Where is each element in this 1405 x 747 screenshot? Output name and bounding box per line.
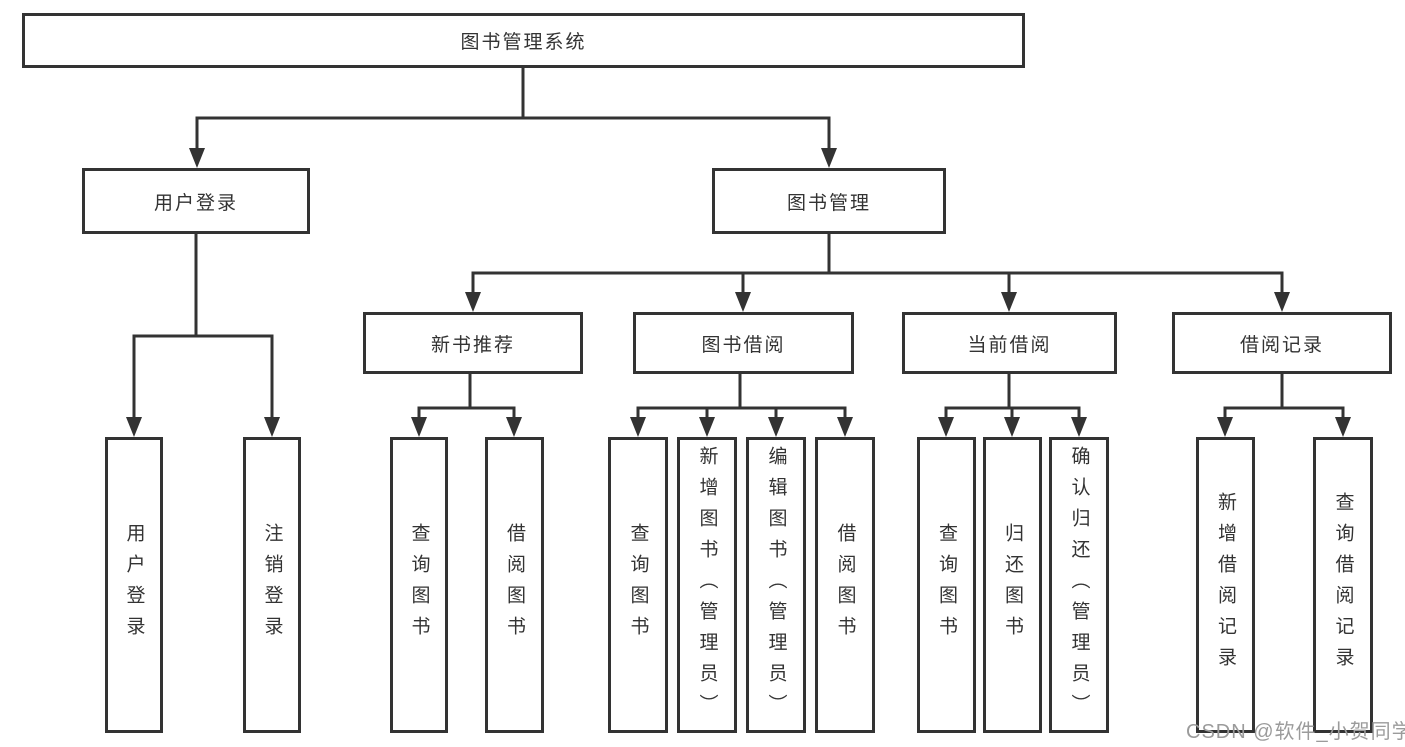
leaf-borrow-edit-books-admin: 编辑图书（管理员）: [746, 437, 806, 733]
connector-root: [195, 66, 831, 149]
arrowhead-icon: [1001, 292, 1017, 312]
connector-new-book: [417, 372, 516, 419]
arrowhead-icon: [837, 417, 853, 437]
leaf-logout: 注销登录: [243, 437, 301, 733]
arrowhead-icon: [465, 292, 481, 312]
leaf-label: 查询图书: [408, 523, 430, 647]
connector-book-mgmt: [471, 230, 1284, 294]
arrowhead-icon: [1274, 292, 1290, 312]
leaf-label: 编辑图书（管理员）: [765, 445, 787, 725]
leaf-label: 查询图书: [627, 523, 649, 647]
arrowhead-icon: [735, 292, 751, 312]
node-current-borrow: 当前借阅: [902, 312, 1117, 374]
arrowhead-icon: [1071, 417, 1087, 437]
leaf-user-login: 用户登录: [105, 437, 163, 733]
leaf-current-query-books: 查询图书: [917, 437, 976, 733]
leaf-borrow-borrow-books: 借阅图书: [815, 437, 875, 733]
node-library-system: 图书管理系统: [22, 13, 1025, 68]
arrowhead-icon: [411, 417, 427, 437]
leaf-records-query-record: 查询借阅记录: [1313, 437, 1373, 733]
node-book-borrow: 图书借阅: [633, 312, 854, 374]
leaf-label: 用户登录: [123, 523, 145, 647]
watermark-text: CSDN @软件_小贺同学: [1186, 721, 1405, 743]
arrowhead-icon: [126, 417, 142, 437]
leaf-label: 查询借阅记录: [1332, 492, 1354, 678]
leaf-label: 确认归还（管理员）: [1068, 445, 1090, 725]
connector-borrow-records: [1223, 372, 1345, 419]
arrowhead-icon: [938, 417, 954, 437]
arrowhead-icon: [768, 417, 784, 437]
leaf-borrow-add-books-admin: 新增图书（管理员）: [677, 437, 737, 733]
arrowhead-icon: [699, 417, 715, 437]
arrowhead-icon: [264, 417, 280, 437]
leaf-label: 查询图书: [936, 523, 957, 647]
leaf-newbook-borrow-books: 借阅图书: [485, 437, 544, 733]
arrowhead-icon: [506, 417, 522, 437]
connector-book-borrow: [636, 371, 847, 419]
leaf-label: 新增借阅记录: [1215, 492, 1236, 678]
arrowhead-icon: [1217, 417, 1233, 437]
node-new-book-recommend: 新书推荐: [363, 312, 583, 374]
leaf-label: 归还图书: [1002, 523, 1023, 647]
leaf-label: 借阅图书: [834, 523, 856, 647]
arrowhead-icon: [1335, 417, 1351, 437]
leaf-newbook-query-books: 查询图书: [390, 437, 448, 733]
leaf-label: 借阅图书: [504, 523, 525, 647]
node-book-management: 图书管理: [712, 168, 946, 234]
leaf-records-add-record: 新增借阅记录: [1196, 437, 1255, 733]
arrowhead-icon: [821, 148, 837, 168]
leaf-label: 注销登录: [261, 523, 283, 647]
arrowhead-icon: [630, 417, 646, 437]
leaf-borrow-query-books: 查询图书: [608, 437, 668, 733]
connector-current-borrow: [944, 372, 1081, 419]
arrowhead-icon: [189, 148, 205, 168]
node-borrow-records: 借阅记录: [1172, 312, 1392, 374]
arrowhead-icon: [1004, 417, 1020, 437]
node-user-login: 用户登录: [82, 168, 310, 234]
leaf-current-confirm-return-admin: 确认归还（管理员）: [1049, 437, 1109, 733]
leaf-label: 新增图书（管理员）: [696, 445, 718, 725]
leaf-current-return-books: 归还图书: [983, 437, 1042, 733]
connector-user-login: [132, 232, 274, 418]
